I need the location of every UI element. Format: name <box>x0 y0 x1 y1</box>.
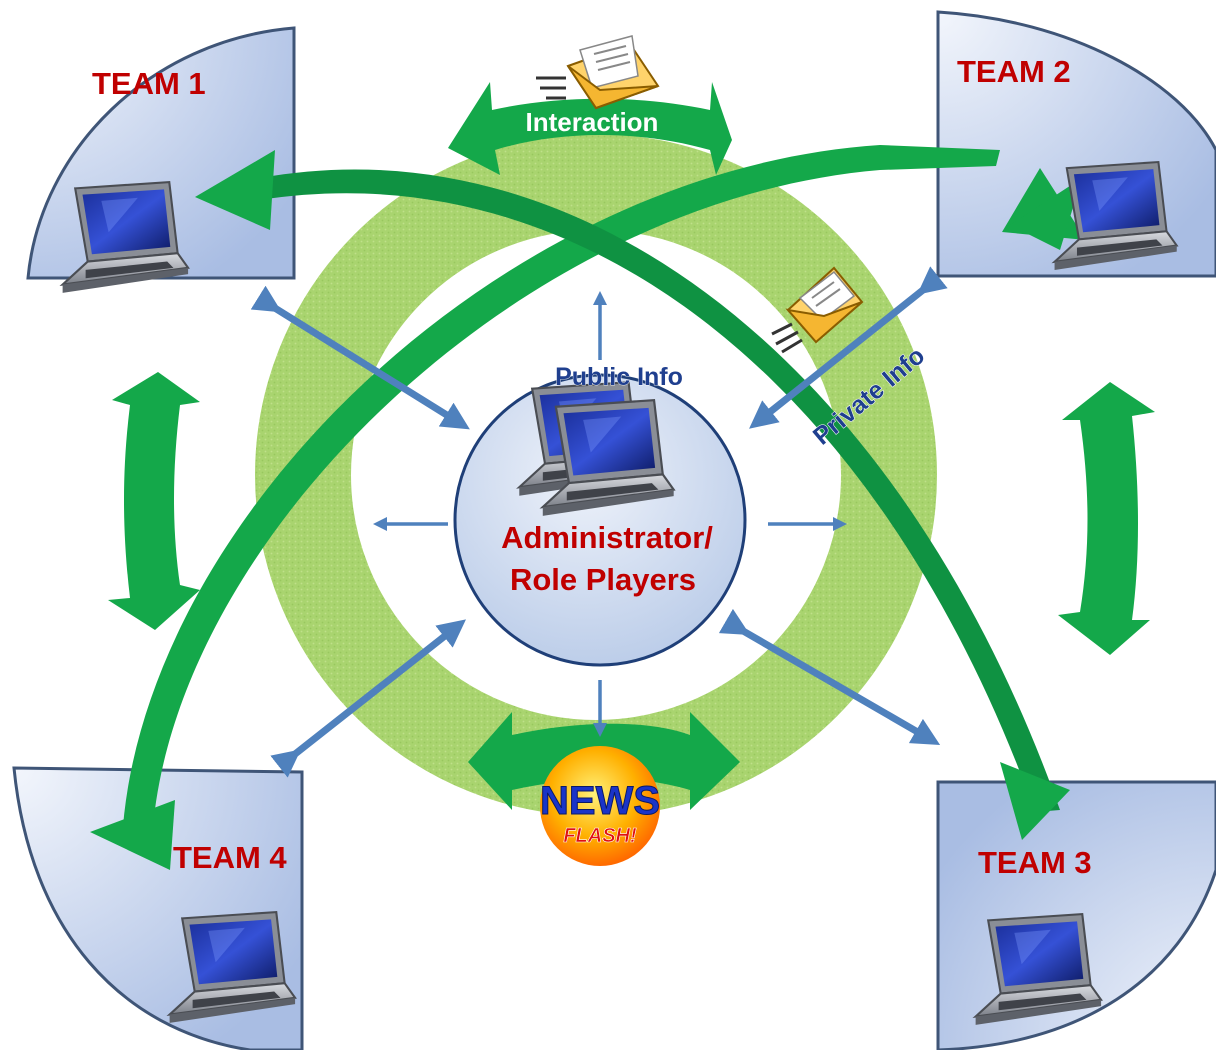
news-flash-icon: NEWS FLASH! <box>540 746 661 866</box>
administrator-hub <box>453 373 747 667</box>
team4-label: TEAM 4 <box>173 840 287 875</box>
interaction-double-arrow <box>448 82 732 175</box>
team2-arrow-head-curve <box>1010 178 1082 250</box>
public-info-arrows <box>373 291 847 737</box>
team4-admin-arrow <box>270 619 466 778</box>
news-flash-line1: NEWS <box>540 779 660 823</box>
right-side-double-arrow <box>1058 382 1155 655</box>
blue-connector-arrows <box>250 266 948 778</box>
team4-to-team2-arrow-body <box>122 145 1000 840</box>
team2-label: TEAM 2 <box>957 54 1071 89</box>
admin-label-line2: Role Players <box>510 562 696 597</box>
team1-label: TEAM 1 <box>92 66 206 101</box>
team3-arrow-head <box>1000 762 1070 840</box>
interaction-label: Interaction <box>526 107 659 137</box>
interaction-envelope-icon <box>536 35 660 110</box>
public-info-label: Public Info <box>555 363 683 391</box>
private-envelope-icon <box>771 266 864 354</box>
news-flash-line2: FLASH! <box>563 825 637 847</box>
team1-arrow-head <box>195 150 275 230</box>
team3-label: TEAM 3 <box>978 845 1092 880</box>
team1-admin-arrow <box>250 285 470 430</box>
admin-label-line1: Administrator/ <box>501 520 713 555</box>
left-side-double-arrow <box>108 372 200 630</box>
team4-arrow-head <box>90 800 175 870</box>
team3-admin-arrow <box>718 608 941 746</box>
team2-admin-arrow <box>749 266 948 429</box>
